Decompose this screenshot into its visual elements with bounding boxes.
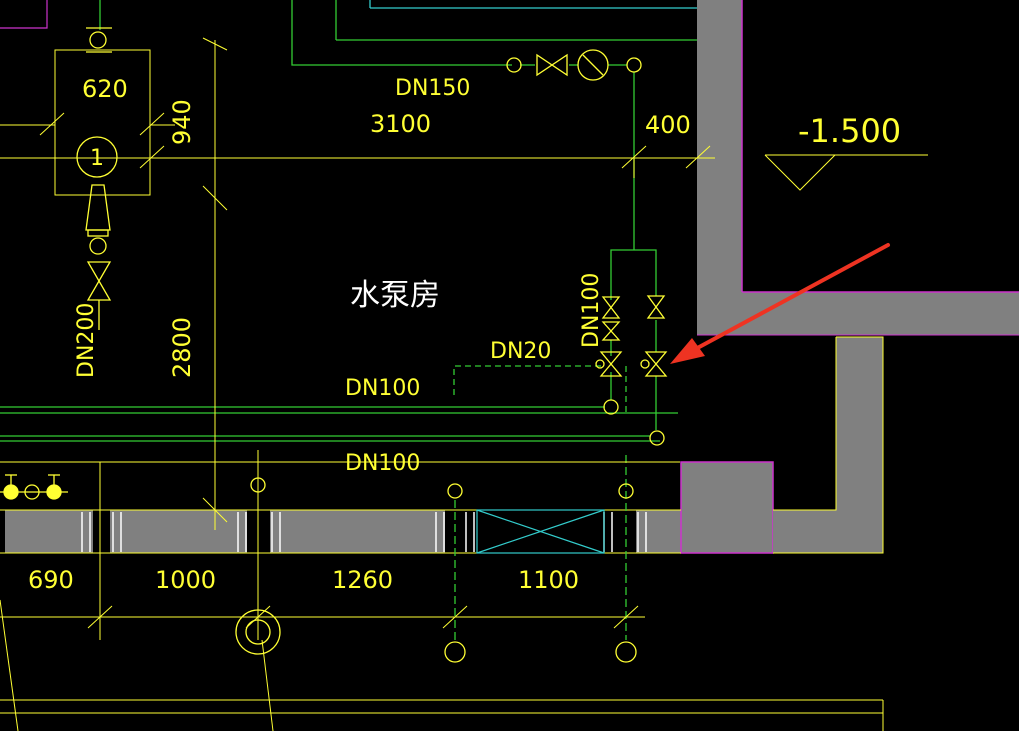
- pipe-label-dn20: DN20: [490, 339, 551, 364]
- dim-span-top: 3100: [370, 110, 431, 138]
- pressure-gauge-icon: [577, 49, 609, 81]
- dim-pump-box: 620: [82, 75, 128, 103]
- walls: [0, 0, 1019, 554]
- wall-vertical-seg: [836, 337, 883, 510]
- pipe-label-main-2: DN100: [345, 451, 420, 476]
- dim-wall-seg-1: 690: [28, 566, 74, 594]
- dim-pump-height: 940: [168, 99, 196, 145]
- wall-bottom-seg: [270, 510, 445, 553]
- room-name: 水泵房: [350, 278, 440, 313]
- wall-bottom-seg: [636, 510, 681, 553]
- riser-valves: [595, 295, 668, 446]
- dim-span-left: 2800: [168, 317, 196, 378]
- pump-1: [76, 27, 118, 330]
- wall-right-horizontal: [742, 292, 1019, 335]
- labels: DN150 3100 400 620 940 2800 DN200 DN100 …: [28, 75, 901, 594]
- pipes: [0, 0, 697, 640]
- pipe-label-dn150: DN150: [395, 76, 470, 101]
- annotation-arrow: [670, 243, 890, 364]
- wall-column: [680, 461, 774, 554]
- wall-right-vertical: [697, 0, 742, 335]
- dim-offset-right: 400: [645, 111, 691, 139]
- window-opening: [476, 509, 605, 554]
- valve-train-top: [506, 49, 642, 81]
- wall-bottom-seg: [773, 510, 883, 553]
- dim-wall-seg-2: 1000: [155, 566, 216, 594]
- pump-symbol: [76, 136, 118, 178]
- dim-wall-seg-4: 1100: [518, 566, 579, 594]
- bottom-fittings: [0, 474, 637, 663]
- wall-bottom-seg: [110, 510, 247, 553]
- pump-number: 1: [90, 146, 104, 171]
- wall-bottom-seg: [5, 510, 93, 553]
- level-elevation: -1.500: [798, 112, 901, 150]
- pipe-label-main-1: DN100: [345, 376, 420, 401]
- pipe-label-dn200: DN200: [74, 303, 99, 378]
- dim-wall-seg-3: 1260: [332, 566, 393, 594]
- pipe-label-riser: DN100: [579, 273, 604, 348]
- dimension-lines: [0, 37, 928, 731]
